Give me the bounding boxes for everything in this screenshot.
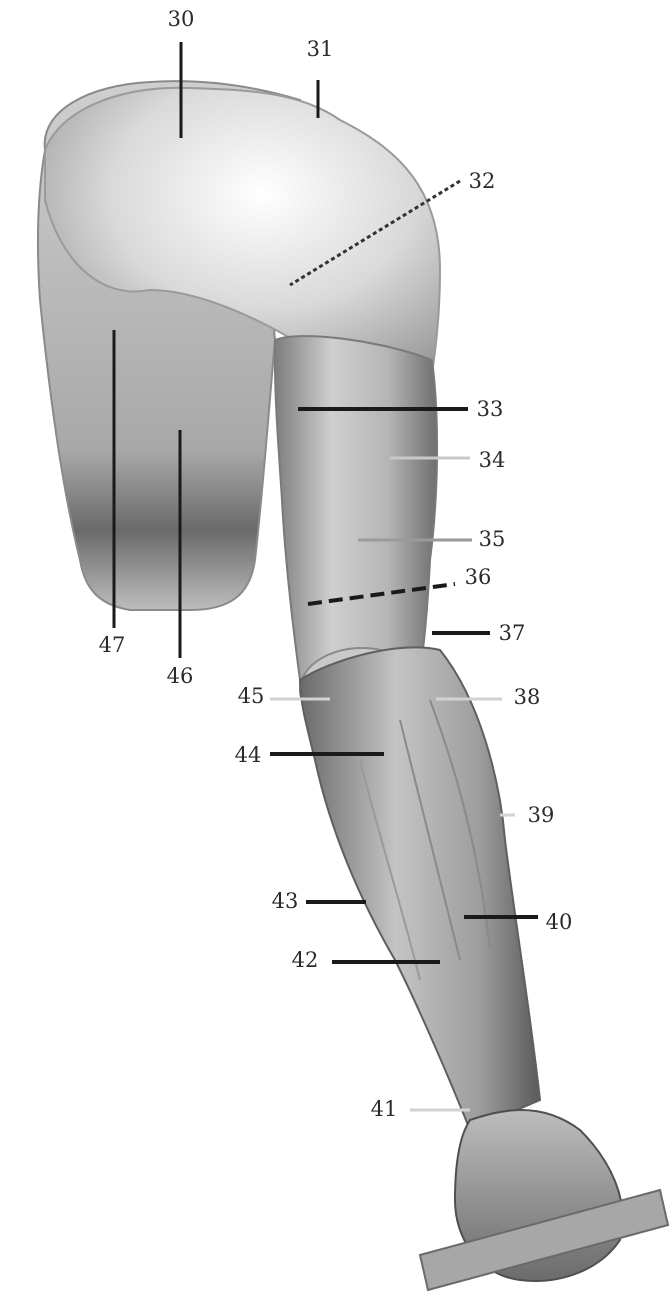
label-38: 38 [514,685,541,709]
label-44: 44 [235,743,262,767]
label-35: 35 [479,527,506,551]
label-47: 47 [99,633,126,657]
label-42: 42 [292,948,319,972]
label-43: 43 [272,889,299,913]
label-41: 41 [371,1097,398,1121]
label-45: 45 [238,684,265,708]
label-46: 46 [167,664,194,688]
label-32: 32 [469,169,496,193]
forearm [300,647,540,1130]
label-31: 31 [307,37,334,61]
label-36: 36 [465,565,492,589]
label-33: 33 [477,397,504,421]
label-30: 30 [168,7,195,31]
upper-arm [275,336,437,680]
label-37: 37 [499,621,526,645]
label-40: 40 [546,910,573,934]
label-39: 39 [528,803,555,827]
label-34: 34 [479,448,506,472]
